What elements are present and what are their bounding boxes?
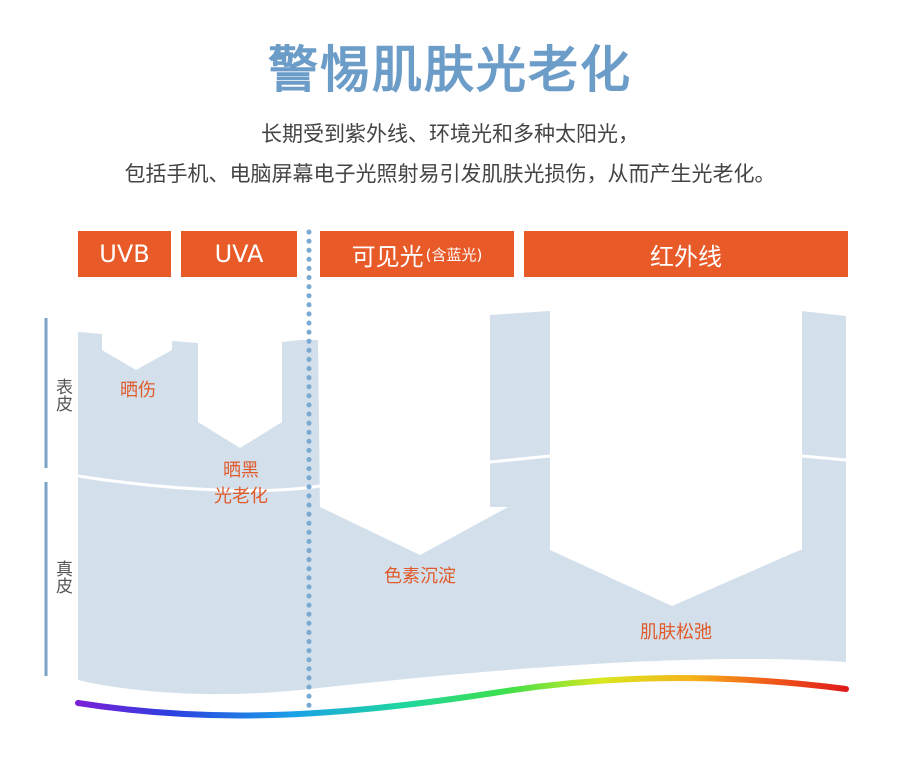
effect-sunburn: 晒伤 (120, 380, 156, 401)
effect-pigment: 色素沉淀 (384, 566, 456, 587)
effect-tan-line1: 晒黑 (223, 460, 259, 481)
spectrum-wave (75, 675, 849, 719)
band-visible: 可见光(含蓝光) (320, 231, 514, 277)
page-title: 警惕肌肤光老化 (268, 41, 632, 99)
effect-tan-line2: 光老化 (214, 486, 268, 507)
subtitle-line-2: 包括手机、电脑屏幕电子光照射易引发肌肤光损伤，从而产生光老化。 (124, 162, 776, 186)
label-dermis: 真皮 (52, 560, 72, 594)
band-visible-label: 可见光 (351, 242, 424, 271)
band-uvb: UVB (78, 231, 171, 277)
skin-block (78, 311, 846, 695)
label-epidermis: 表皮 (52, 378, 72, 412)
band-infrared: 红外线 (524, 231, 848, 277)
band-visible-note: (含蓝光) (425, 245, 483, 264)
effect-sagging: 肌肤松弛 (640, 622, 712, 643)
subtitle-line-1: 长期受到紫外线、环境光和多种太阳光， (261, 122, 639, 146)
band-uva: UVA (181, 231, 297, 277)
effect-tan: 晒黑 光老化 (196, 456, 286, 508)
